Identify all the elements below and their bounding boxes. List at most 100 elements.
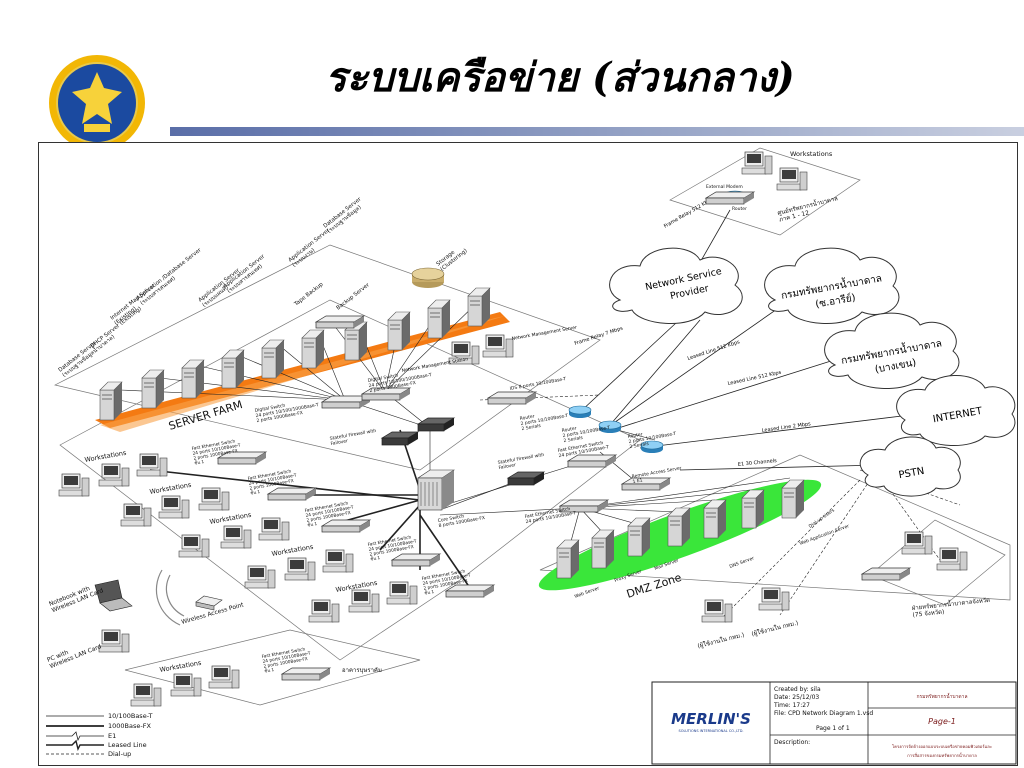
workstation-icon — [776, 167, 808, 191]
nms-label: Network Management Server — [511, 325, 577, 342]
workstations-label: Workstations — [790, 150, 833, 158]
page-of: Page 1 of 1 — [816, 725, 850, 732]
workstation-icon — [208, 665, 240, 689]
created-by: Created by: sila — [774, 686, 821, 693]
cloud-icon: INTERNET — [896, 375, 1016, 447]
workstation-icon — [220, 525, 252, 549]
leased-512-label: Leased Line 512 Kbps — [687, 339, 741, 362]
time: Time: 17:27 — [773, 702, 810, 709]
storage-icon — [411, 267, 445, 288]
server-icon — [261, 339, 285, 379]
description-label: Description: — [774, 739, 810, 746]
server-icon — [591, 529, 615, 569]
svg-text:Application /Database Server(ร: Application /Database Server(ระบบสารสนเท… — [136, 247, 208, 307]
switch-icon — [445, 584, 495, 598]
workstation-icon — [58, 473, 90, 497]
workstation-icon — [348, 589, 380, 613]
pc-wlan-label: PC withWireless LAN Card — [46, 637, 102, 671]
workstation-icon — [758, 587, 790, 611]
access-point-icon — [155, 569, 223, 626]
diagram-frame — [38, 142, 1018, 766]
company-logo-text: MERLIN'S — [671, 710, 751, 728]
fe-switch-label: Fast Ethernet Switch24 ports 10/100Base-… — [247, 468, 299, 497]
workstation-icon — [136, 453, 168, 477]
dmz-server-label: Web Application Server — [799, 523, 851, 547]
server-icon — [387, 311, 411, 351]
workstation-icon — [322, 549, 354, 573]
page-label: Page-1 — [928, 717, 956, 726]
farm-server-label: Application Server — [288, 227, 332, 263]
firewall-label: Stateful Firewall withFailover — [497, 452, 545, 471]
farm-server-label: Application /Database Server — [136, 247, 204, 302]
firewall-icon — [507, 471, 545, 486]
workstation-icon — [244, 565, 276, 589]
laptop-icon — [94, 579, 133, 612]
firewall-icon — [381, 431, 419, 446]
workstation-icon — [120, 503, 152, 527]
external-modem-label: External Modem — [706, 184, 743, 190]
workstation-icon — [701, 599, 733, 623]
nms-station-label: Network Management Station — [401, 356, 468, 374]
provincial-label: ฝ่ายทรัพยากรน้ำบาดาลจังหวัด(75 จังหวัด) — [911, 594, 991, 619]
server-icon — [181, 359, 205, 399]
server-icon — [427, 299, 451, 339]
date: Date: 25/12/03 — [774, 694, 819, 701]
cloud-icon: กรมทรัพยากรน้ำบาดาล (ซ.อารีย์) — [764, 247, 900, 324]
file-name: File: CPD Network Diagram 1.vsd — [774, 710, 873, 717]
workstation-icon — [386, 581, 418, 605]
dmz-server-label: DNS Server — [729, 555, 756, 570]
switch-icon — [621, 477, 671, 491]
workstation-icon — [98, 463, 130, 487]
ext-user-label: (ผู้ใช้งานใน กทม.) — [697, 631, 746, 650]
workstation-icon — [284, 557, 316, 581]
legend-label: 1000Base-FX — [108, 722, 151, 730]
farm-server-label: Backup Server — [336, 282, 372, 312]
title-bar — [170, 127, 1024, 136]
server-icon — [141, 369, 165, 409]
leased-2m-label: Leased Line 2 Mbps — [761, 421, 811, 434]
e1-label: E1 30 Channels — [738, 458, 778, 468]
modem-icon — [705, 191, 755, 205]
svg-text:Storage(Clustering): Storage(Clustering) — [436, 243, 469, 273]
workstation-icon — [170, 673, 202, 697]
switch-icon — [487, 391, 537, 405]
farm-server-sublabel: (ระบบฐานข้อมูลน้ำบาดาล) — [60, 333, 116, 379]
server-icon — [301, 329, 325, 369]
workstations-label: Workstations — [149, 481, 193, 496]
cloud-icon: Network Service Provider — [609, 247, 743, 324]
core-switch-label: Core Switch8 ports 1000Base-FX — [437, 510, 485, 529]
dmz-server-label: Web Server — [574, 585, 601, 600]
workstation-icon — [98, 629, 130, 653]
workstation-icon — [936, 547, 968, 571]
core-switch-icon — [417, 469, 455, 511]
legend-label: Leased Line — [108, 741, 147, 749]
title-block: MERLIN'S SOLUTIONS INTERNATIONAL CO.,LTD… — [651, 681, 1017, 765]
frame-relay-7m-label: Frame Relay 7 Mbps — [574, 325, 624, 346]
svg-text:Database Server(ระบบฐานข้อมูล): Database Server(ระบบฐานข้อมูล) — [323, 196, 368, 235]
switch-icon — [267, 487, 317, 501]
server-icon — [627, 517, 651, 557]
dial-up-users-label: Dial-up Users — [808, 507, 837, 530]
cloud-icon: กรมทรัพยากรน้ำบาดาล (บางเขน) — [824, 312, 960, 389]
switch-icon — [281, 667, 331, 681]
router-icon — [568, 405, 592, 419]
server-icon — [99, 381, 123, 421]
server-icon — [556, 539, 580, 579]
modem-icon — [861, 567, 911, 581]
tape-icon — [315, 315, 365, 329]
workstations-label: Workstations — [271, 543, 315, 558]
server-icon — [781, 479, 805, 519]
workstations-label: Workstations — [209, 511, 253, 526]
legend: 10/100Base-T 1000Base-FX E1 Leased Line … — [46, 712, 152, 758]
server-icon — [703, 499, 727, 539]
company-sub: SOLUTIONS INTERNATIONAL CO.,LTD. — [678, 729, 743, 733]
server-icon — [741, 489, 765, 529]
project-line1: โครงการจัดจ้างออกแบบระบบเครือข่ายคอมพิวเ… — [892, 744, 992, 749]
legend-label: 10/100Base-T — [108, 712, 152, 720]
switch-icon — [567, 454, 617, 468]
switch-icon — [391, 553, 441, 567]
server-icon — [467, 287, 491, 327]
workstation-icon — [308, 599, 340, 623]
farm-server-label: Tape Backup — [293, 281, 325, 308]
